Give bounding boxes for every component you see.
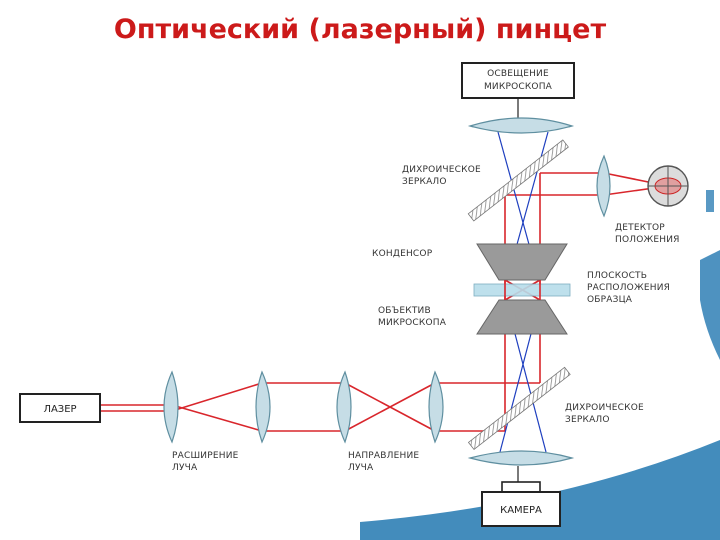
expansion-lens-1 [163, 370, 179, 444]
expansion-lens-2 [255, 370, 271, 444]
sample-plane-label-3: ОБРАЗЦА [587, 295, 633, 305]
dichroic-bottom-label-2: ЗЕРКАЛО [565, 415, 610, 425]
condenser-label: КОНДЕНСОР [372, 249, 433, 259]
laser-beam [100, 172, 669, 432]
dichroic-top-label-1: ДИХРОИЧЕСКОЕ [402, 165, 481, 175]
dichroic-mirror-top [467, 139, 569, 222]
expansion-label-1: РАСШИРЕНИЕ [172, 451, 239, 461]
detector-lens [596, 154, 611, 218]
slide-title: Оптический (лазерный) пинцет [113, 14, 607, 45]
illumination-label-1: ОСВЕЩЕНИЕ [487, 69, 549, 79]
objective [476, 299, 568, 335]
position-detector [647, 165, 689, 207]
dichroic-bottom-label-1: ДИХРОИЧЕСКОЕ [565, 403, 644, 413]
detector-label-1: ДЕТЕКТОР [615, 223, 665, 233]
steering-label-2: ЛУЧА [348, 463, 374, 473]
sample-plane-label-1: ПЛОСКОСТЬ [587, 271, 647, 281]
camera: КАМЕРА [481, 481, 561, 527]
steering-lens-2 [428, 370, 444, 444]
steering-label-1: НАПРАВЛЕНИЕ [348, 451, 419, 461]
dichroic-mirror-bottom [467, 366, 571, 451]
illumination-label-2: МИКРОСКОПА [484, 82, 553, 92]
bottom-lens [467, 450, 575, 466]
decorative-background [360, 190, 720, 540]
objective-label-1: ОБЪЕКТИВ [378, 306, 431, 316]
top-lens [467, 117, 575, 134]
condenser [476, 243, 568, 281]
sample-beam-overlay [504, 280, 541, 300]
illumination-box: ОСВЕЩЕНИЕ МИКРОСКОПА [461, 62, 575, 99]
dichroic-top-label-2: ЗЕРКАЛО [402, 177, 447, 187]
sample-plane-label-2: РАСПОЛОЖЕНИЯ [587, 283, 670, 293]
camera-label: КАМЕРА [500, 505, 542, 516]
laser-box: ЛАЗЕР [19, 393, 101, 423]
objective-label-2: МИКРОСКОПА [378, 318, 447, 328]
laser-label: ЛАЗЕР [43, 404, 76, 415]
sample-slide [473, 283, 571, 297]
steering-lens-1 [336, 370, 352, 444]
expansion-label-2: ЛУЧА [172, 463, 198, 473]
illumination-rays [497, 131, 549, 453]
detector-label-2: ПОЛОЖЕНИЯ [615, 235, 680, 245]
